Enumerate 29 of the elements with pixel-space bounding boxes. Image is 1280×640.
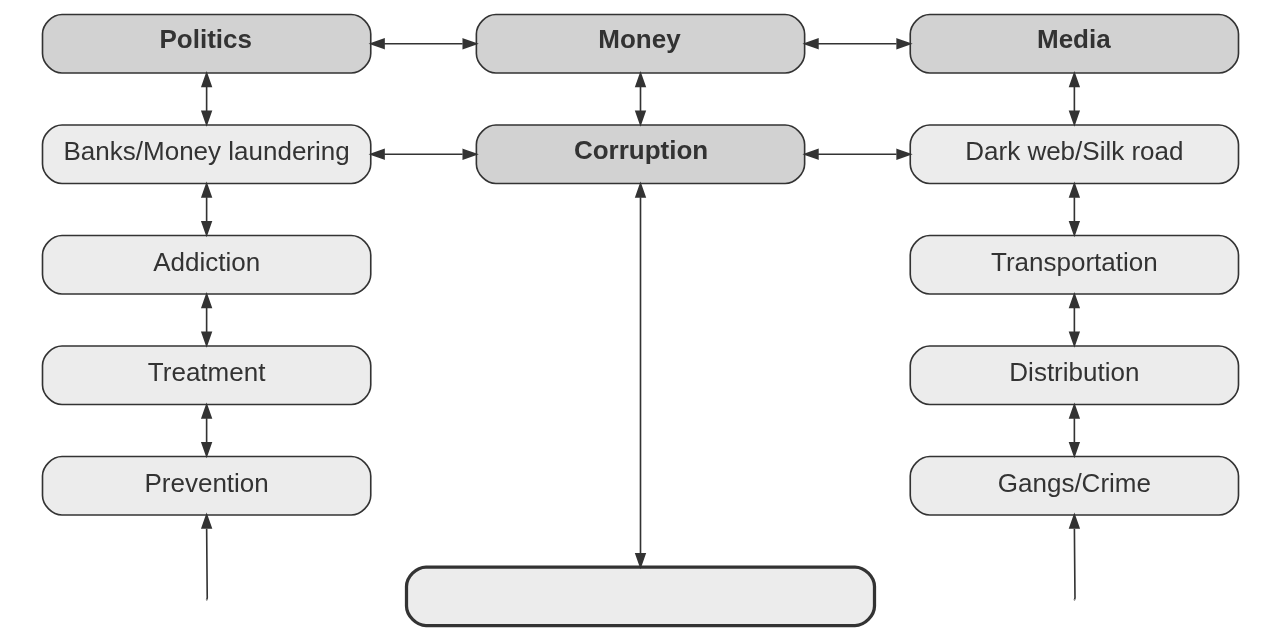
arrow <box>200 71 212 127</box>
node-box: Money <box>475 13 805 74</box>
node-box: Addiction <box>41 234 372 295</box>
node-box: Media <box>908 13 1239 74</box>
arrow <box>200 181 212 238</box>
node-box: Politics <box>41 13 372 74</box>
node-box: Banks/Money laundering <box>41 124 372 185</box>
arrow <box>1068 512 1080 601</box>
arrow <box>1068 292 1080 348</box>
arrow <box>200 402 212 459</box>
arrow <box>801 38 913 50</box>
arrow <box>1068 402 1080 459</box>
arrow <box>368 38 479 50</box>
arrow <box>801 148 913 160</box>
arrow <box>1068 181 1080 238</box>
node-box: Dark web/Silk road <box>908 124 1239 185</box>
node-box <box>404 565 876 628</box>
node-box: Distribution <box>908 345 1239 406</box>
arrow <box>200 292 212 348</box>
arrow <box>1068 71 1080 127</box>
node-box: Transportation <box>908 234 1239 295</box>
arrow <box>368 148 479 160</box>
arrow <box>634 71 646 127</box>
node-box: Treatment <box>41 345 372 406</box>
arrow <box>634 181 646 570</box>
node-box: Prevention <box>41 455 372 516</box>
arrow <box>200 512 212 601</box>
node-box: Corruption <box>475 124 805 185</box>
node-box: Gangs/Crime <box>908 455 1239 516</box>
